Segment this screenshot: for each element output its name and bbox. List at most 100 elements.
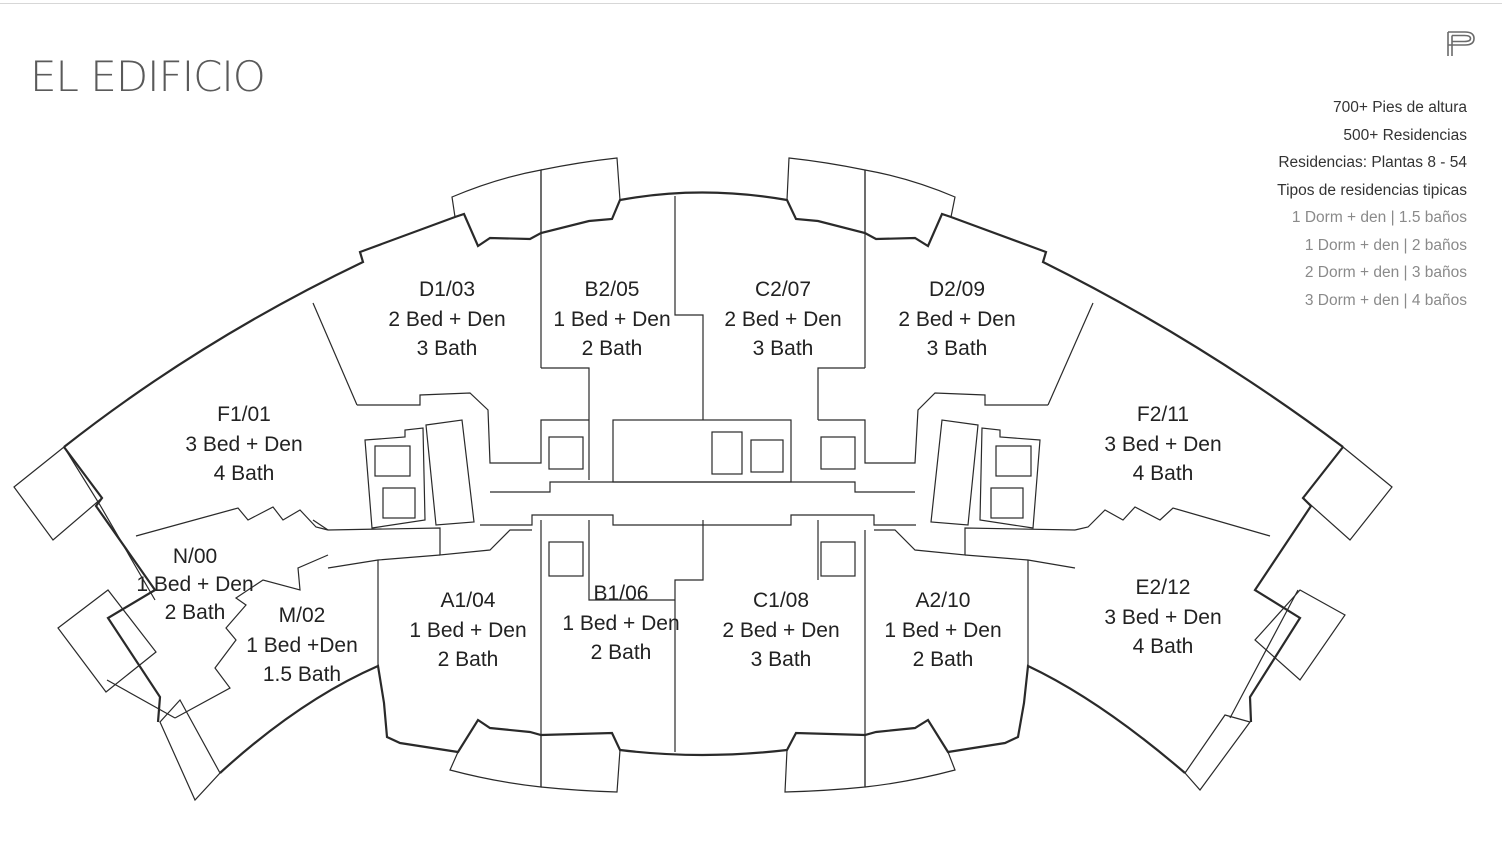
unit-beds: 3 Bed + Den xyxy=(185,432,303,456)
unit-name: N/00 xyxy=(172,545,218,568)
partition xyxy=(174,554,329,719)
corridor xyxy=(327,554,441,569)
unit-name: A1/04 xyxy=(440,589,496,612)
unit-name: D1/03 xyxy=(418,278,476,301)
balcony xyxy=(540,749,621,793)
unit-d1-03[interactable]: D1/03 2 Bed + Den 3 Bath xyxy=(388,275,505,364)
unit-name: A2/10 xyxy=(915,589,971,612)
unit-baths: 1.5 Bath xyxy=(262,663,342,686)
unit-name: D2/09 xyxy=(928,278,986,301)
partition xyxy=(312,519,329,531)
building-info: 700+ Pies de altura 500+ Residencias Res… xyxy=(1277,94,1467,314)
unit-e2-12[interactable]: E2/12 3 Bed + Den 4 Bath xyxy=(1104,573,1221,662)
stair-core xyxy=(979,427,1041,529)
unit-name: E2/12 xyxy=(1135,576,1191,599)
elevator xyxy=(548,436,584,470)
unit-beds: 1 Bed + Den xyxy=(562,611,680,635)
unit-baths: 2 Bath xyxy=(581,337,643,360)
unit-c1-08[interactable]: C1/08 2 Bed + Den 3 Bath xyxy=(722,586,839,675)
residences-stat: 500+ Residencias xyxy=(1343,126,1467,144)
type-item: 2 Dorm + den | 3 baños xyxy=(1304,264,1467,281)
unit-c2-07[interactable]: C2/07 2 Bed + Den 3 Bath xyxy=(724,275,841,364)
balcony xyxy=(864,751,956,788)
balcony xyxy=(57,589,157,693)
elevator xyxy=(820,436,856,470)
outer-wall-lower xyxy=(219,664,1186,774)
unit-beds: 2 Bed + Den xyxy=(388,307,506,331)
unit-baths: 3 Bath xyxy=(416,337,478,360)
unit-baths: 3 Bath xyxy=(926,337,988,360)
unit-d2-09[interactable]: D2/09 2 Bed + Den 3 Bath xyxy=(898,275,1015,364)
unit-name: B2/05 xyxy=(584,278,640,301)
unit-baths: 3 Bath xyxy=(752,337,814,360)
balcony xyxy=(864,169,956,218)
balcony xyxy=(159,698,221,802)
partition xyxy=(135,506,329,537)
partition xyxy=(817,367,865,420)
partition xyxy=(674,196,704,420)
unit-name: B1/06 xyxy=(593,582,649,605)
balcony xyxy=(13,446,103,541)
unit-n-00[interactable]: N/00 1 Bed + Den 2 Bath xyxy=(136,543,253,627)
unit-baths: 4 Bath xyxy=(1132,635,1194,658)
unit-m-02[interactable]: M/02 1 Bed +Den 1.5 Bath xyxy=(246,601,358,690)
height-stat: 700+ Pies de altura xyxy=(1333,99,1467,116)
partition xyxy=(1074,506,1271,537)
top-divider xyxy=(0,3,1502,4)
unit-f1-01[interactable]: F1/01 3 Bed + Den 4 Bath xyxy=(185,400,302,489)
type-item: 1 Dorm + den | 2 baños xyxy=(1304,236,1467,254)
elevator xyxy=(374,445,411,477)
unit-f2-11[interactable]: F2/11 3 Bed + Den 4 Bath xyxy=(1104,400,1221,489)
unit-b1-06[interactable]: B1/06 1 Bed + Den 2 Bath xyxy=(562,579,679,668)
unit-name: C2/07 xyxy=(754,278,812,301)
unit-name: F2/11 xyxy=(1136,403,1190,426)
corridor xyxy=(480,514,916,526)
unit-beds: 3 Bed + Den xyxy=(1104,432,1222,456)
core-wall xyxy=(357,392,589,464)
partition xyxy=(106,679,176,719)
type-item: 3 Dorm + den | 4 baños xyxy=(1304,291,1467,309)
balcony xyxy=(540,157,621,201)
unit-b2-05[interactable]: B2/05 1 Bed + Den 2 Bath xyxy=(553,275,670,364)
outer-wall-right xyxy=(1248,446,1344,723)
corridor xyxy=(490,481,915,493)
elevator xyxy=(995,445,1032,477)
corridor xyxy=(874,527,1076,556)
unit-beds: 1 Bed + Den xyxy=(409,618,527,642)
unit-baths: 2 Bath xyxy=(437,648,499,671)
unit-baths: 2 Bath xyxy=(590,641,652,664)
type-item: 1 Dorm + den | 1.5 baños xyxy=(1291,209,1467,226)
balcony xyxy=(784,735,866,793)
outer-wall-upper xyxy=(63,191,1344,448)
balcony xyxy=(786,157,866,233)
elevator xyxy=(820,541,856,577)
balcony xyxy=(1184,714,1251,791)
elevator xyxy=(990,487,1024,519)
unit-baths: 4 Bath xyxy=(1132,462,1194,485)
unit-baths: 2 Bath xyxy=(912,648,974,671)
elevator xyxy=(750,439,784,473)
unit-name: M/02 xyxy=(278,604,326,627)
elevator xyxy=(711,431,743,475)
unit-baths: 2 Bath xyxy=(164,601,226,624)
partition xyxy=(541,367,590,480)
partition xyxy=(588,520,675,601)
types-heading: Tipos de residencias tipicas xyxy=(1277,181,1467,199)
p-monogram-icon xyxy=(1447,31,1475,56)
page-title: EL EDIFICIO xyxy=(30,52,266,101)
stair-core xyxy=(425,419,475,526)
unit-beds: 1 Bed + Den xyxy=(884,618,1002,642)
unit-name: C1/08 xyxy=(752,589,810,612)
stair-core xyxy=(612,419,792,483)
partition xyxy=(1047,302,1094,406)
unit-beds: 2 Bed + Den xyxy=(722,618,840,642)
unit-a2-10[interactable]: A2/10 1 Bed + Den 2 Bath xyxy=(884,586,1001,675)
unit-beds: 1 Bed + Den xyxy=(136,573,254,596)
stair-core xyxy=(364,427,426,529)
unit-name: F1/01 xyxy=(217,403,271,426)
balcony xyxy=(1254,589,1346,681)
unit-a1-04[interactable]: A1/04 1 Bed + Den 2 Bath xyxy=(409,586,526,675)
unit-beds: 1 Bed +Den xyxy=(246,633,358,657)
partition xyxy=(63,446,156,601)
